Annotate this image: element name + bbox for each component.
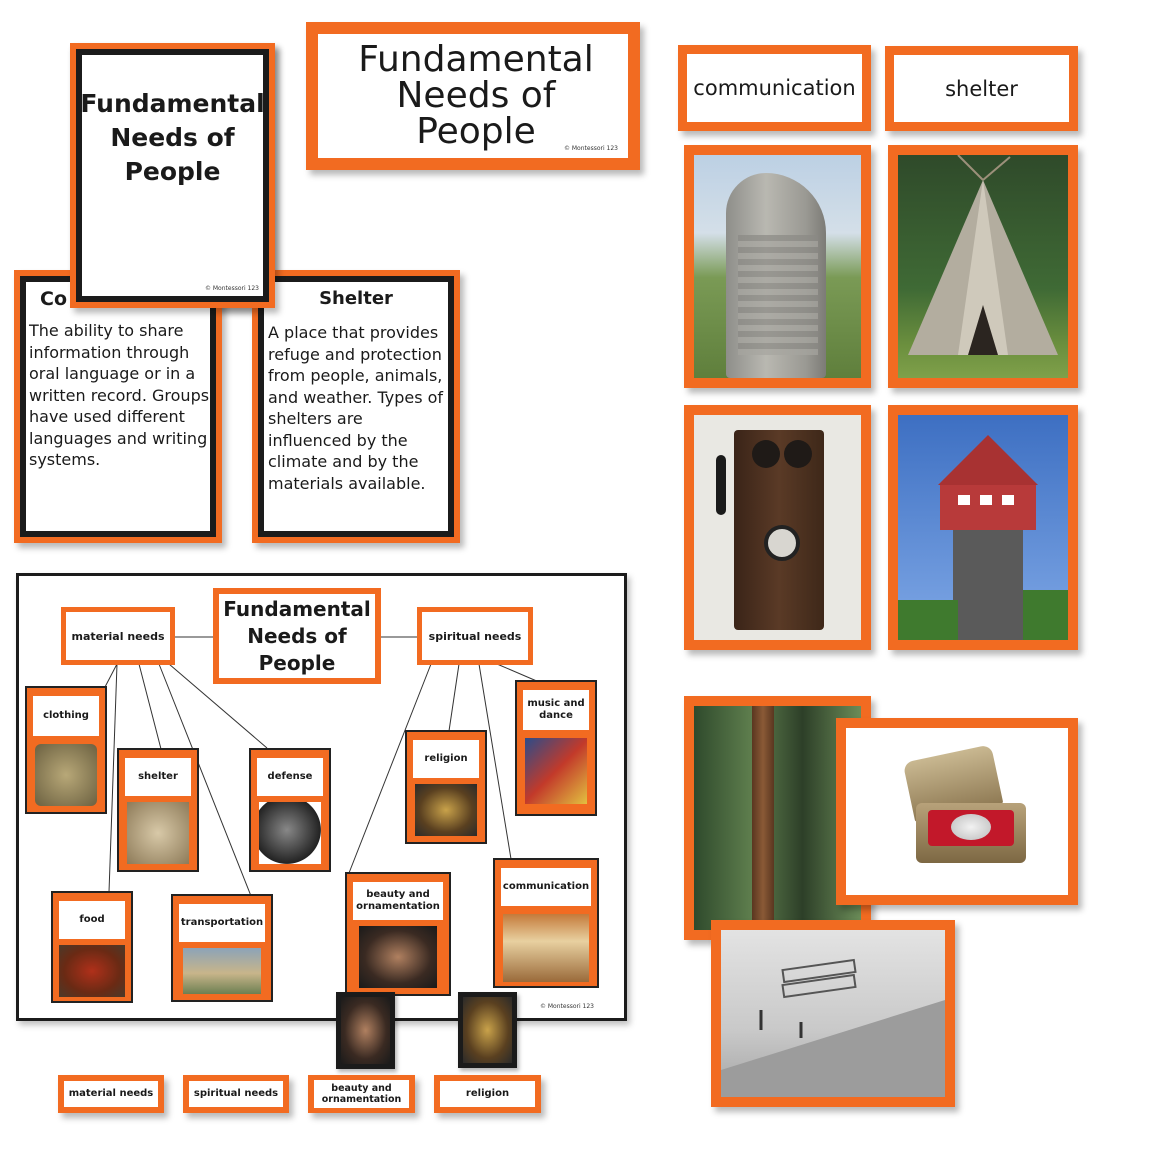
picture-card-totem-pole [684, 696, 871, 940]
jewelry-box-photo [846, 728, 1068, 895]
music-dance-photo [525, 738, 587, 804]
chart-label-spiritual-needs: spiritual needs [417, 607, 533, 665]
chart-card-music-dance: music and dance [515, 680, 597, 816]
chart-card-label: transportation [180, 917, 264, 928]
title-card-landscape: Fundamental Needs of People © Montessori… [306, 22, 640, 170]
chart-card-religion: religion [405, 730, 487, 844]
chart-card-transportation: transportation [171, 894, 273, 1002]
chart-card-label: communication [502, 881, 590, 892]
chart-card-label: defense [267, 771, 313, 782]
bottom-label-text: religion [465, 1088, 510, 1099]
picture-card-jewelry-box [836, 718, 1078, 905]
religion-photo [415, 784, 477, 836]
title-card-portrait-overlay: Fundamental Needs of People © Montessori… [70, 43, 275, 308]
chart-card-label: religion [424, 753, 468, 764]
telephone-photo [694, 415, 861, 640]
label-card-shelter: shelter [885, 46, 1078, 131]
picture-card-telephone [684, 405, 871, 650]
chart-label-material-needs: material needs [61, 607, 175, 665]
bottom-label-spiritual-needs: spiritual needs [183, 1075, 289, 1113]
bottom-label-text: beauty and ornamentation [321, 1083, 402, 1105]
label-card-communication: communication [678, 45, 871, 131]
chart-card-label: beauty and ornamentation [356, 889, 440, 912]
chart-card-label: shelter [138, 771, 178, 782]
title-card-portrait-title: Fundamental Needs of People [80, 89, 265, 186]
chart-card-beauty: beauty and ornamentation [345, 872, 451, 996]
chart-label-text: material needs [71, 629, 165, 643]
picture-card-stone-tablet [684, 145, 871, 388]
picture-card-teepee [888, 145, 1078, 388]
definition-card-text: A place that provides refuge and protect… [268, 323, 444, 493]
picture-card-house-tower [888, 405, 1078, 650]
definition-card-shelter: Shelter A place that provides refuge and… [252, 270, 460, 543]
glider-photo [721, 930, 945, 1097]
title-card-landscape-title: Fundamental Needs of People [358, 39, 594, 152]
chart-center-title: Fundamental Needs of People [223, 596, 371, 675]
label-card-text: shelter [945, 76, 1018, 101]
totem-pole-photo [694, 706, 861, 930]
shelter-photo [127, 802, 189, 864]
needs-chart: Fundamental Needs of People material nee… [16, 573, 627, 1021]
bottom-label-material-needs: material needs [58, 1075, 164, 1113]
definition-card-title: Shelter [319, 288, 393, 309]
house-tower-photo [898, 415, 1068, 640]
chart-card-communication: communication [493, 858, 599, 988]
stone-tablet-photo [694, 155, 861, 378]
definition-card-communication: Co The ability to share information thro… [14, 270, 222, 543]
chart-copyright: © Montessori 123 [539, 1003, 594, 1010]
chart-connector-lines [104, 636, 540, 897]
thumbnail-religion-photo [463, 997, 512, 1063]
bottom-label-religion: religion [434, 1075, 541, 1113]
label-card-text: communication [693, 76, 856, 100]
chart-card-shelter: shelter [117, 748, 199, 872]
chart-center-title-card: Fundamental Needs of People [213, 588, 381, 684]
chart-label-text: spiritual needs [428, 629, 522, 643]
chart-card-defense: defense [249, 748, 331, 872]
copyright-text: © Montessori 123 [563, 145, 618, 152]
copyright-text: © Montessori 123 [204, 285, 259, 292]
bottom-label-text: spiritual needs [193, 1088, 279, 1099]
thumbnail-beauty-photo [341, 997, 390, 1064]
thumbnail-religion [458, 992, 517, 1068]
defense-photo [259, 802, 321, 864]
teepee-photo [898, 155, 1068, 378]
bottom-label-text: material needs [68, 1088, 154, 1099]
thumbnail-beauty [336, 992, 395, 1069]
chart-card-label: music and dance [527, 698, 585, 721]
definition-card-text: The ability to share information through… [29, 321, 210, 469]
bottom-label-beauty: beauty and ornamentation [308, 1075, 415, 1113]
transportation-photo [183, 948, 261, 994]
communication-photo [503, 914, 589, 982]
chart-card-label: clothing [43, 710, 89, 721]
beauty-photo [359, 926, 437, 988]
food-photo [59, 945, 125, 997]
chart-card-clothing: clothing [25, 686, 107, 814]
chart-card-label: food [79, 914, 105, 925]
chart-card-food: food [51, 891, 133, 1003]
clothing-photo [35, 744, 97, 806]
definition-card-title: Co [40, 288, 67, 310]
picture-card-glider [711, 920, 955, 1107]
